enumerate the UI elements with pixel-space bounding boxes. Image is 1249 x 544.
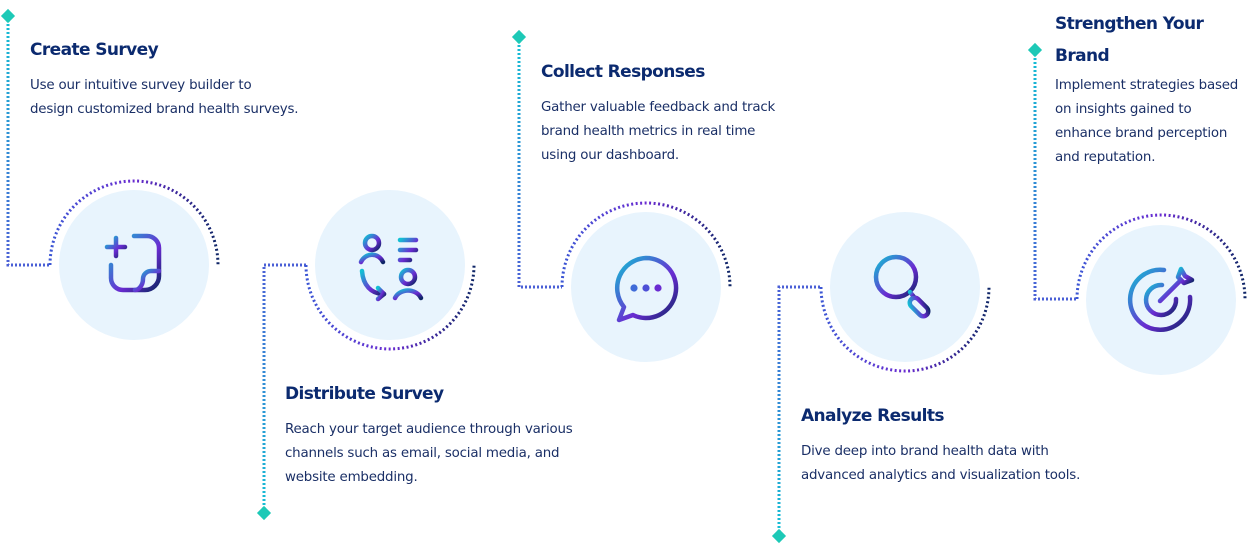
step-5-title: Strengthen Your Brand (1055, 14, 1204, 66)
connector-step-5 (1027, 42, 1247, 301)
target-icon (1127, 266, 1195, 332)
step-3-icon-circle (571, 212, 721, 362)
step-1-text: Create Survey Use our intuitive survey b… (30, 34, 330, 122)
step-1-description: Use our intuitive survey builder to desi… (30, 78, 299, 117)
step-1-title: Create Survey (30, 40, 159, 60)
step-4-icon-circle (830, 212, 980, 362)
step-5-description: Implement strategies based on insights g… (1055, 78, 1239, 165)
step-5-text: Strengthen Your Brand Implement strategi… (1055, 8, 1249, 170)
note-add-icon (104, 233, 162, 293)
chat-bubble-icon (614, 255, 679, 323)
step-3-text: Collect Responses Gather valuable feedba… (541, 56, 801, 168)
step-5-icon-circle (1086, 225, 1236, 375)
step-2-text: Distribute Survey Reach your target audi… (285, 378, 605, 490)
magnifier-icon (873, 254, 931, 319)
step-3-title: Collect Responses (541, 62, 705, 82)
diamond-marker (256, 505, 272, 521)
connector-step-3 (511, 29, 732, 289)
user-share-icon (358, 233, 424, 302)
step-3-description: Gather valuable feedback and track brand… (541, 100, 776, 163)
connector-step-1 (0, 8, 220, 267)
connector-step-4 (771, 285, 991, 544)
step-2-description: Reach your target audience through vario… (285, 422, 573, 485)
step-4-text: Analyze Results Dive deep into brand hea… (801, 400, 1121, 488)
diamond-marker (771, 528, 787, 544)
diamond-marker (0, 8, 16, 24)
step-4-description: Dive deep into brand health data with ad… (801, 444, 1081, 483)
step-1-icon-circle (59, 190, 209, 340)
step-4-title: Analyze Results (801, 406, 945, 426)
step-2-icon-circle (315, 190, 465, 340)
connector-step-2 (256, 263, 476, 521)
step-2-title: Distribute Survey (285, 384, 444, 404)
diamond-marker (511, 29, 527, 45)
diamond-marker (1027, 42, 1043, 58)
